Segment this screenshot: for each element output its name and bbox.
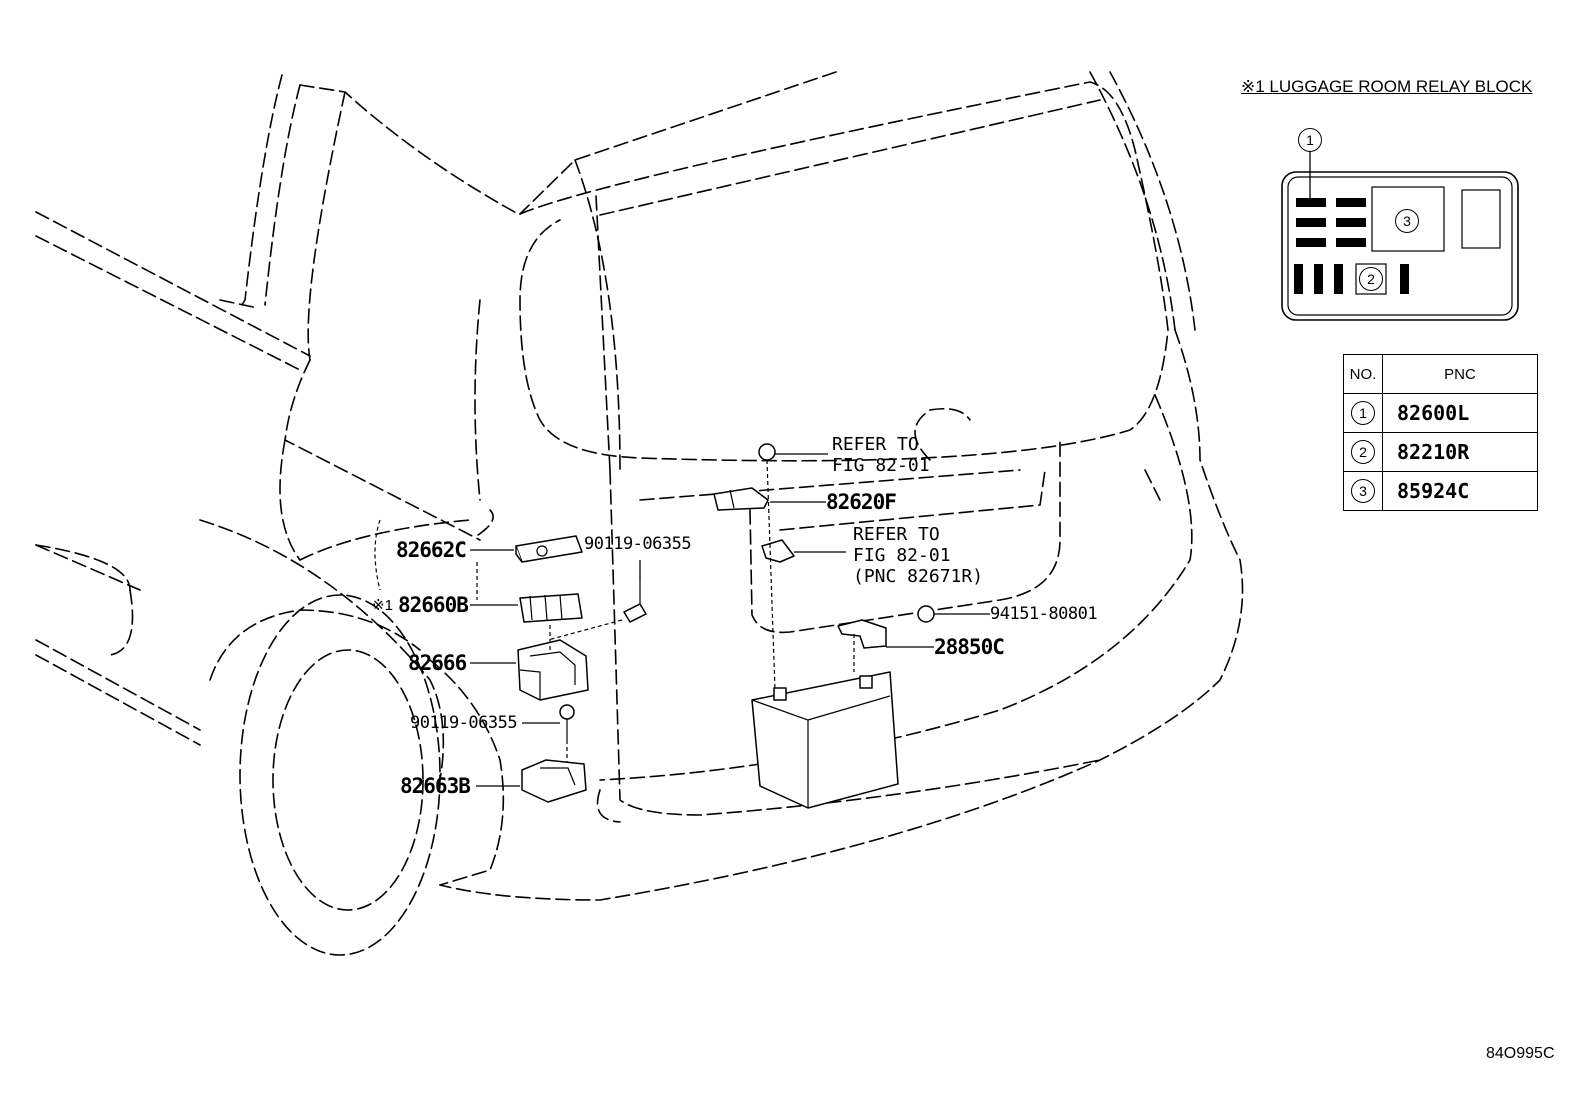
callout-bolt-lower: 90119-06355 [410, 713, 518, 733]
callout-82660b: 82660B [398, 593, 469, 617]
table-row: 3 85924C [1343, 471, 1538, 511]
callout-82663b: 82663B [400, 774, 471, 798]
table-row: 1 82600L [1343, 393, 1538, 433]
pnc-table: NO. PNC 1 82600L 2 82210R 3 85924C [1343, 354, 1538, 511]
bolts [559, 580, 647, 740]
refer-note-line: FIG 82-01 [853, 545, 951, 566]
callout-82666: 82666 [408, 651, 467, 675]
row-pnc: 82600L [1382, 393, 1538, 433]
vehicle-body-outline [35, 71, 1244, 901]
legend-marker-1: 1 [1298, 128, 1322, 152]
diagram-id: 84O995C [1486, 1045, 1555, 1062]
row-number: 3 [1351, 479, 1375, 503]
legend-title: ※1 LUGGAGE ROOM RELAY BLOCK [1241, 77, 1533, 96]
legend-marker-3: 3 [1395, 209, 1419, 233]
row-number: 2 [1351, 440, 1375, 464]
bracket-82620f [713, 443, 795, 563]
table-row: 2 82210R [1343, 432, 1538, 472]
sensor-28850c [837, 605, 935, 649]
callout-94151-80801: 94151-80801 [990, 604, 1098, 624]
pnc-table-header: NO. PNC [1343, 354, 1538, 394]
callout-82662c: 82662C [396, 538, 467, 562]
refer-note-lower: REFER TO FIG 82-01 (PNC 82671R) [853, 524, 983, 587]
refer-note-line: (PNC 82671R) [853, 566, 984, 587]
relay-82662c [515, 535, 583, 563]
row-pnc: 82210R [1382, 432, 1538, 472]
row-pnc: 85924C [1382, 471, 1538, 511]
bracket-82666 [517, 639, 589, 701]
rear-wheel [199, 519, 505, 956]
header-no: NO. [1343, 354, 1383, 394]
refer-note-upper: REFER TO FIG 82-01 [832, 434, 930, 476]
battery [751, 671, 899, 809]
leader-lines [374, 453, 990, 787]
refer-note-line: REFER TO [853, 524, 940, 545]
header-pnc: PNC [1382, 354, 1538, 394]
row-number: 1 [1351, 401, 1375, 425]
refer-note-line: REFER TO [832, 434, 919, 455]
refer-note-line: FIG 82-01 [832, 455, 930, 476]
callout-82660b-mark: ※1 [372, 597, 393, 614]
bracket-82663b [521, 759, 587, 803]
legend-marker-2: 2 [1359, 267, 1383, 291]
relay-block-schematic [1281, 151, 1519, 321]
callout-bolt-upper: 90119-06355 [584, 534, 692, 554]
callout-28850c: 28850C [934, 635, 1005, 659]
callout-82620f: 82620F [826, 490, 897, 514]
relay-block-82660b [519, 593, 583, 623]
